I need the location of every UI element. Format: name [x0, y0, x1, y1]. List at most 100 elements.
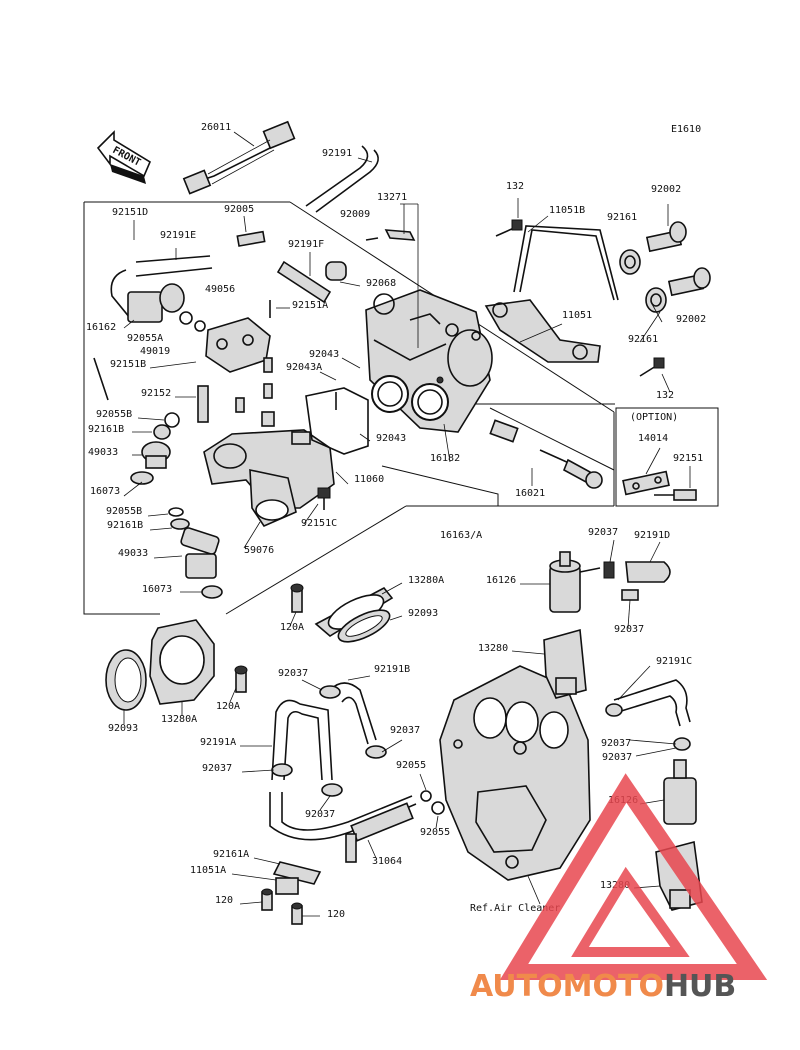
- part-label-13271: 13271: [377, 192, 407, 203]
- bolt-132-upper: [495, 219, 523, 237]
- part-label-132b: 132: [656, 390, 674, 401]
- part-label-92037b: 92037: [614, 624, 644, 635]
- intake-holder: [203, 411, 335, 528]
- part-label-92037h: 92037: [305, 809, 335, 820]
- part-label-49019: 49019: [140, 346, 170, 357]
- injector-49033-lower: [180, 527, 220, 579]
- holder-13280A-upper: [314, 586, 394, 637]
- part-label-31064: 31064: [372, 856, 402, 867]
- part-label-92002a: 92002: [651, 184, 681, 195]
- part-label-92151: 92151: [673, 453, 703, 464]
- part-label-92037c: 92037: [278, 668, 308, 679]
- ring-92093-lower: [105, 649, 147, 711]
- part-label-92055a: 92055A: [127, 333, 163, 344]
- part-label-92161b: 92161B: [88, 424, 124, 435]
- clips-92037-right: [605, 703, 691, 751]
- part-label-120a-2: 120A: [216, 701, 240, 712]
- clip-92037-a: [319, 685, 341, 699]
- cap-13280-upper: [543, 628, 587, 699]
- bolt-120-a: [261, 888, 273, 911]
- part-label-92161b: 92161: [628, 334, 658, 345]
- seals-92055: [420, 790, 445, 815]
- throttle-cable-11051B: [513, 225, 619, 301]
- air-cleaner-base: [439, 665, 591, 881]
- part-label-92043a: 92043A: [286, 362, 322, 373]
- part-label-92037e: 92037: [601, 738, 631, 749]
- part-label-92037d: 92037: [390, 725, 420, 736]
- bolt-132-lower: [639, 357, 665, 377]
- front-arrow-icon: FRONT: [96, 130, 152, 184]
- detail-box-line-2: [489, 407, 615, 471]
- option-label: (OPTION): [630, 412, 678, 423]
- part-label-92151c: 92151C: [301, 518, 337, 529]
- collar-92161: [619, 249, 641, 275]
- hose-92191D: [625, 561, 671, 583]
- bolt-120A-upper: [290, 583, 304, 613]
- part-label-11060: 11060: [354, 474, 384, 485]
- part-label-92191a: 92191A: [200, 737, 236, 748]
- part-label-92043: 92043: [309, 349, 339, 360]
- part-label-16073a: 16073: [90, 486, 120, 497]
- part-label-92191e: 92191E: [160, 230, 196, 241]
- part-label-92093b: 92093: [108, 723, 138, 734]
- part-label-92151b: 92151B: [110, 359, 146, 370]
- part-label-92002b: 92002: [676, 314, 706, 325]
- part-label-13280a: 13280A: [408, 575, 444, 586]
- part-label-11051: 11051: [562, 310, 592, 321]
- part-label-16182: 16182: [430, 453, 460, 464]
- seal-16073-upper: [130, 471, 154, 485]
- ring-92093-upper: [337, 609, 391, 643]
- spacer-c: [263, 357, 273, 373]
- part-label-92055b-2: 92055B: [106, 506, 142, 517]
- seal-16073-lower: [201, 585, 223, 599]
- part-label-92055a: 92055: [396, 760, 426, 771]
- bolt-92002-upper: [645, 221, 687, 253]
- seals-upper: [153, 412, 180, 440]
- throttle-body: [365, 289, 493, 433]
- spacer-b: [263, 383, 273, 399]
- pipe-31064: [269, 792, 417, 863]
- throttle-body-frame: [83, 201, 719, 615]
- watermark-text-secondary: HUB: [664, 969, 736, 1004]
- gasket-11060: [305, 387, 369, 455]
- part-label-92191d: 92191D: [634, 530, 670, 541]
- part-label-92191: 92191: [322, 148, 352, 159]
- part-label-92055b: 92055: [420, 827, 450, 838]
- seals-lower: [168, 507, 190, 530]
- watermark-triangle-icon: [499, 773, 768, 980]
- clip-92037-c: [271, 763, 293, 777]
- hose-92191F: [276, 260, 347, 304]
- collar-92161-lower: [645, 287, 667, 313]
- part-label-92005: 92005: [224, 204, 254, 215]
- part-label-16021: 16021: [515, 488, 545, 499]
- holder-13280A-lower: [149, 619, 215, 705]
- part-label-92068: 92068: [366, 278, 396, 289]
- part-label-16162: 16162: [86, 322, 116, 333]
- part-label-11051b: 11051B: [549, 205, 585, 216]
- part-label-92161a: 92161: [607, 212, 637, 223]
- part-label-120a: 120A: [280, 622, 304, 633]
- part-label-16126a: 16126: [486, 575, 516, 586]
- part-label-13280: 13280: [478, 643, 508, 654]
- clip-92037-b: [365, 745, 387, 759]
- part-label-16163: 16163/A: [440, 530, 482, 541]
- valve-16126-lower: [663, 759, 697, 825]
- part-label-16073b: 16073: [142, 584, 172, 595]
- part-label-59076: 59076: [244, 545, 274, 556]
- part-label-92043b: 92043: [376, 433, 406, 444]
- pin-92152: [197, 385, 209, 423]
- part-label-92161a: 92161A: [213, 849, 249, 860]
- part-label-132a: 132: [506, 181, 524, 192]
- part-label-92037f: 92037: [602, 752, 632, 763]
- wiring-harness: [182, 120, 296, 195]
- bolt-120-b: [291, 902, 303, 925]
- part-label-120b: 120: [327, 909, 345, 920]
- solenoid-valve-16162: [110, 255, 213, 332]
- hose-92191A: [271, 699, 333, 781]
- bracket-13271: [365, 229, 416, 241]
- part-label-14014: 14014: [638, 433, 668, 444]
- part-label-92055b: 92055B: [96, 409, 132, 420]
- part-label-92037g: 92037: [202, 763, 232, 774]
